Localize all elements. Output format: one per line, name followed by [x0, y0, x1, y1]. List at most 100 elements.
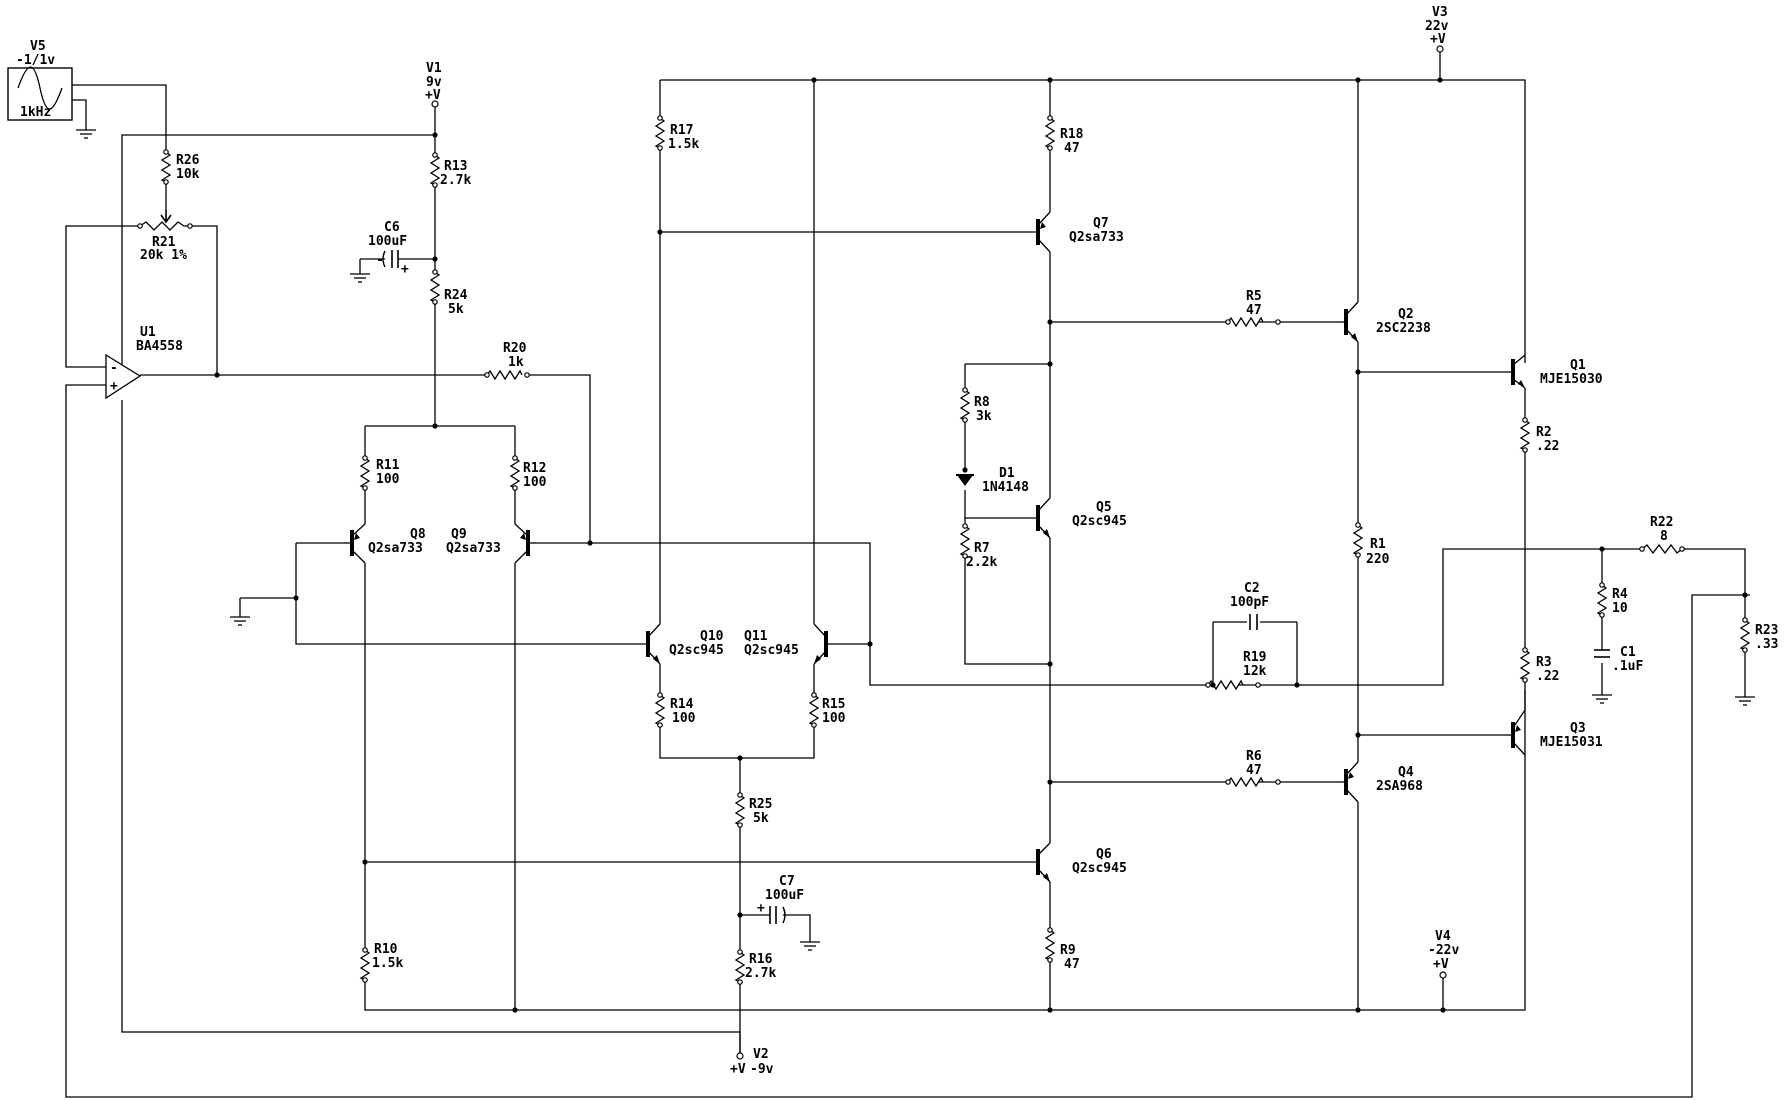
r21-value: 20k 1%	[140, 248, 187, 263]
c7-value: 100uF	[765, 888, 804, 903]
R7-body	[959, 525, 971, 557]
q8-ref: Q8	[410, 527, 426, 542]
R16-body	[734, 951, 746, 983]
Q2-transistor	[1338, 301, 1359, 343]
c2-ref: C2	[1244, 581, 1260, 596]
R4-body	[1596, 584, 1608, 616]
q4-value: 2SA968	[1376, 779, 1423, 794]
r14-value: 100	[672, 711, 696, 726]
r23-value: .33	[1755, 637, 1778, 652]
R11-body	[359, 457, 371, 489]
C1-body	[1594, 649, 1610, 658]
grounds	[76, 129, 1755, 951]
q4-ref: Q4	[1398, 765, 1414, 780]
r26-ref: R26	[176, 153, 200, 168]
C7-body: +	[757, 901, 786, 924]
r21-ref: R21	[152, 235, 176, 250]
r4-ref: R4	[1612, 587, 1628, 602]
r3-value: .22	[1536, 669, 1559, 684]
q6-ref: Q6	[1096, 847, 1112, 862]
q7-ref: Q7	[1093, 216, 1109, 231]
c7-ref: C7	[779, 874, 795, 889]
r11-ref: R11	[376, 458, 400, 473]
Q5-transistor	[965, 497, 1051, 539]
q2-ref: Q2	[1398, 307, 1414, 322]
r5-ref: R5	[1246, 289, 1262, 304]
diode-d1	[956, 474, 974, 486]
ground-icon	[350, 273, 370, 283]
C2-body	[1249, 614, 1258, 630]
v3-value: 22v	[1425, 19, 1449, 34]
r17-ref: R17	[670, 123, 693, 138]
r24-ref: R24	[444, 288, 468, 303]
R15-body	[808, 694, 820, 726]
d1-value: 1N4148	[982, 480, 1029, 495]
R26-body	[160, 151, 172, 183]
svg-text:+: +	[757, 901, 765, 916]
R10-body	[359, 949, 371, 981]
R2-body	[1519, 419, 1531, 451]
signal-source-v5	[7, 66, 73, 121]
q3-value: MJE15031	[1540, 735, 1603, 750]
ground-icon	[76, 129, 96, 139]
resistors	[139, 117, 1751, 983]
resistor-terminals	[137, 115, 1748, 985]
v2-sym: +V	[730, 1062, 746, 1077]
r23-ref: R23	[1755, 623, 1778, 638]
r12-ref: R12	[523, 461, 546, 476]
ground-icon	[1735, 696, 1755, 706]
q10-value: Q2sc945	[669, 643, 724, 658]
r22-value: 8	[1660, 529, 1668, 544]
r12-value: 100	[523, 475, 547, 490]
q8-value: Q2sa733	[368, 541, 423, 556]
R21-body	[139, 221, 190, 231]
r6-ref: R6	[1246, 749, 1262, 764]
R25-body	[734, 794, 746, 826]
v4-value: -22v	[1428, 943, 1459, 958]
r18-value: 47	[1064, 141, 1080, 156]
R1-body	[1352, 524, 1364, 556]
transistors	[344, 211, 1526, 883]
R6-body	[1227, 776, 1264, 788]
r10-value: 1.5k	[372, 956, 403, 971]
r8-ref: R8	[974, 395, 990, 410]
capacitors: + - +	[376, 250, 1610, 924]
Q9-transistor	[514, 523, 536, 564]
v5-value: -1/1v	[16, 53, 55, 68]
u1-ref: U1	[140, 325, 156, 340]
c1-ref: C1	[1620, 645, 1636, 660]
c2-value: 100pF	[1230, 595, 1269, 610]
r5-value: 47	[1246, 303, 1262, 318]
Q8-transistor	[344, 523, 366, 564]
q11-ref: Q11	[744, 629, 768, 644]
C6-body: + -	[376, 250, 409, 277]
ground-icon	[230, 616, 250, 626]
R21-wiper-arrow	[160, 210, 172, 224]
q3-ref: Q3	[1570, 721, 1586, 736]
r20-value: 1k	[508, 355, 524, 370]
r1-value: 220	[1366, 552, 1390, 567]
r8-value: 3k	[976, 409, 992, 424]
v1-value: 9v	[426, 75, 442, 90]
r16-ref: R16	[749, 952, 773, 967]
r6-value: 47	[1246, 763, 1262, 778]
R20-body	[486, 369, 523, 381]
R22-body	[1641, 543, 1683, 555]
r17-value: 1.5k	[668, 137, 699, 152]
r11-value: 100	[376, 472, 400, 487]
r4-value: 10	[1612, 601, 1628, 616]
R9-body	[1044, 929, 1056, 961]
v3-sym: +V	[1430, 32, 1446, 47]
r7-ref: R7	[974, 541, 990, 556]
r13-ref: R13	[444, 159, 467, 174]
r19-value: 12k	[1243, 664, 1267, 679]
v5-freq: 1kHz	[20, 105, 51, 120]
r2-value: .22	[1536, 439, 1559, 454]
q11-value: Q2sc945	[744, 643, 799, 658]
q2-value: 2SC2238	[1376, 321, 1431, 336]
r2-ref: R2	[1536, 425, 1552, 440]
opamp-u1: - +	[105, 353, 142, 400]
v1-ref: V1	[426, 61, 442, 76]
r10-ref: R10	[374, 942, 398, 957]
Q3-transistor	[1505, 709, 1526, 756]
